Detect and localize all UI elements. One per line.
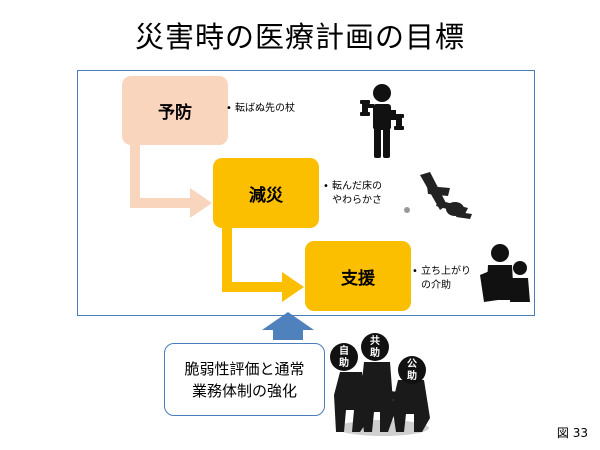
step-box-support: 支援 [305,241,411,311]
note-line: 転ばぬ先の杖 [235,103,295,114]
bubble-jijo: 自 助 [330,343,358,371]
helping-person-icon [480,244,530,302]
figure-number: 図 33 [556,426,588,440]
step-arrow-1 [130,145,212,218]
note-line: の介助 [421,280,451,291]
note-line: 立ち上がり [421,266,471,277]
team-huddle-icon [334,362,430,436]
bubble-char: 助 [370,346,380,359]
bubble-kojo: 公 助 [398,356,426,384]
bubble-char: 公 [407,358,417,370]
bullet-icon: • [412,266,418,277]
page-title: 災害時の医療計画の目標 [134,20,465,54]
up-arrow-icon [262,312,314,340]
step-note-support: • 立ち上がり の介助 [412,265,471,293]
diagram-frame [77,70,535,316]
bubble-kyojo: 共 助 [361,333,389,361]
caption-line: 業務体制の強化 [191,381,297,400]
caption-box: 脆弱性評価と通常 業務体制の強化 [164,343,325,416]
note-line: 転んだ床の [332,181,382,192]
step-box-mitigation: 減災 [213,158,319,228]
step-note-prevention: • 転ばぬ先の杖 [226,102,295,116]
bubble-char: 自 [339,344,349,357]
bubble-char: 共 [370,334,380,347]
note-line: やわらかさ [332,195,382,206]
bubble-char: 助 [407,369,417,382]
bullet-icon: • [226,103,232,114]
bullet-icon: • [323,181,329,192]
step-note-mitigation: • 転んだ床の やわらかさ [323,180,382,208]
dumbbell-person-icon [360,84,404,158]
bubble-char: 助 [339,356,349,369]
fallen-person-icon [404,172,472,219]
step-arrow-2 [222,228,304,302]
caption-line: 脆弱性評価と通常 [184,359,305,378]
step-box-prevention: 予防 [122,76,228,145]
